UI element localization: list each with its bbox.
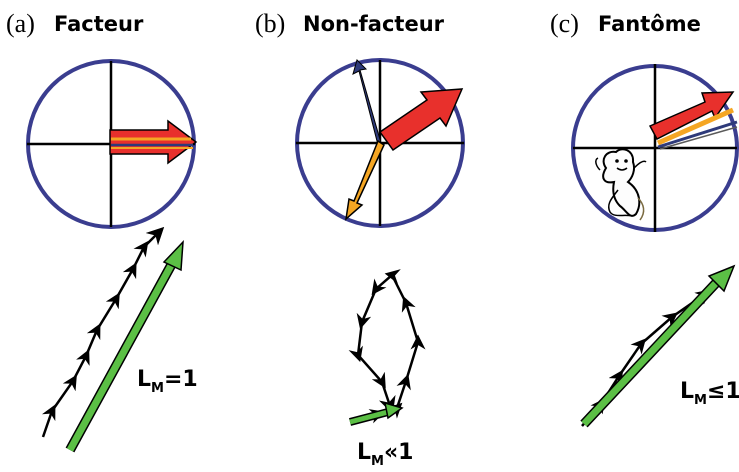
panel-non-facteur: (b) Non-facteur LM«1 bbox=[255, 9, 465, 469]
green-arrow-head-icon bbox=[162, 239, 184, 272]
orange-arrow-icon bbox=[344, 139, 385, 221]
panel-title: Facteur bbox=[54, 12, 144, 36]
walk-path bbox=[41, 226, 165, 438]
resultant-arrow bbox=[580, 264, 736, 428]
red-arrow-icon bbox=[109, 119, 198, 165]
panel-title: Non-facteur bbox=[303, 12, 445, 36]
panel-letter: (c) bbox=[550, 9, 579, 38]
resultant-arrow bbox=[65, 239, 184, 453]
label-lm: LM«1 bbox=[357, 440, 414, 469]
green-arrow-head-icon bbox=[707, 264, 736, 293]
ghost-icon bbox=[595, 148, 647, 221]
label-lm: LM=1 bbox=[137, 367, 198, 396]
phasor-arrows bbox=[344, 59, 464, 221]
phasor-arrows bbox=[109, 119, 198, 165]
panel-title: Fantôme bbox=[598, 12, 701, 36]
navy-arrow-icon bbox=[352, 59, 382, 146]
phasor-circle bbox=[571, 64, 739, 232]
green-arrow-head-icon bbox=[384, 401, 404, 420]
panel-facteur: (a) Facteur LM=1 bbox=[6, 9, 198, 453]
walk-path bbox=[348, 269, 426, 424]
resultant-arrow bbox=[348, 401, 404, 426]
red-arrow-icon bbox=[378, 88, 464, 152]
label-lm: LM≤1 bbox=[680, 379, 739, 408]
red-arrow-icon bbox=[648, 91, 735, 141]
panel-fantome: (c) Fantôme bbox=[550, 9, 739, 428]
phasor-arrows bbox=[648, 91, 738, 150]
panel-letter: (a) bbox=[6, 9, 35, 38]
panel-letter: (b) bbox=[255, 9, 285, 38]
